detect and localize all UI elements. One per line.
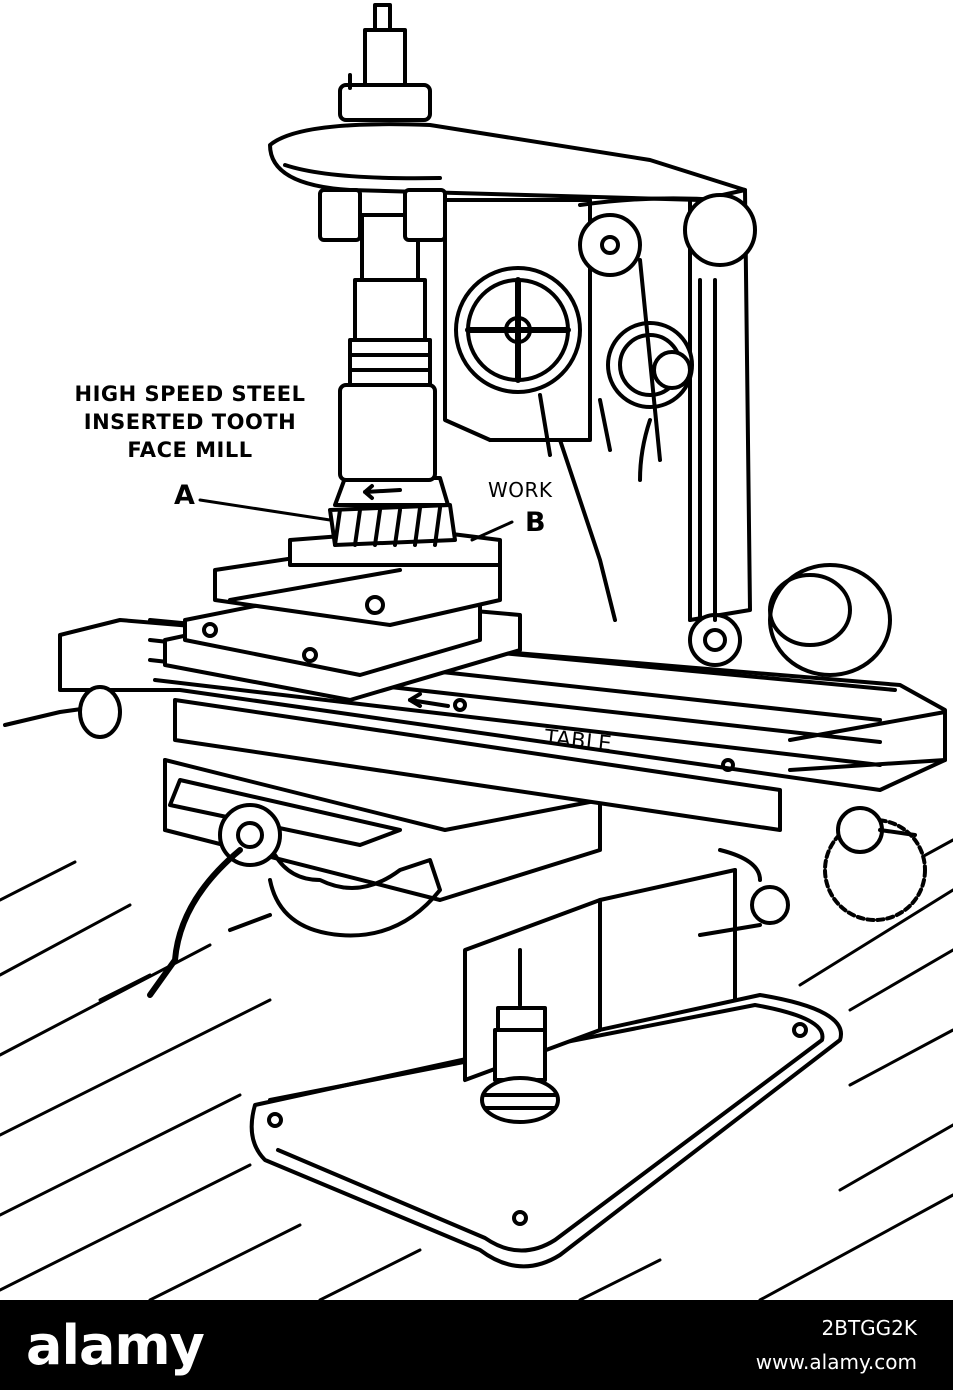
table-feed-crank	[3, 685, 442, 998]
face-mill-cutter	[328, 476, 457, 547]
leader-b	[470, 520, 514, 542]
saddle	[173, 698, 782, 832]
image-id: 2BTGG2K	[821, 1316, 918, 1340]
machine-column	[463, 178, 762, 1082]
face-mill-label-line-1: HIGH SPEED STEEL	[74, 382, 306, 406]
face-mill-label-line-2: INSERTED TOOTH	[83, 410, 297, 434]
watermark-footer: alamy 2BTGG2K www.alamy.com	[0, 1300, 953, 1390]
face-mill-label-line-3: FACE MILL	[127, 438, 253, 462]
work-label: WORK	[488, 478, 553, 502]
machine-base	[249, 993, 843, 1269]
floor-boards	[0, 838, 953, 1300]
vise-fixture	[163, 528, 522, 702]
face-mill-label: HIGH SPEED STEEL INSERTED TOOTH FACE MIL…	[40, 380, 340, 464]
knee	[163, 758, 602, 902]
alamy-logo: alamy	[26, 1314, 205, 1377]
label-b: B	[525, 507, 547, 538]
feed-gear	[698, 806, 927, 937]
spindle-head	[268, 3, 747, 482]
alamy-url: www.alamy.com	[755, 1350, 917, 1374]
label-a: A	[174, 480, 196, 511]
milling-machine-illustration	[0, 3, 953, 1300]
elevating-screw	[480, 948, 560, 1124]
leader-a	[198, 498, 332, 522]
head-drive	[443, 193, 757, 482]
feed-motor	[688, 278, 892, 677]
